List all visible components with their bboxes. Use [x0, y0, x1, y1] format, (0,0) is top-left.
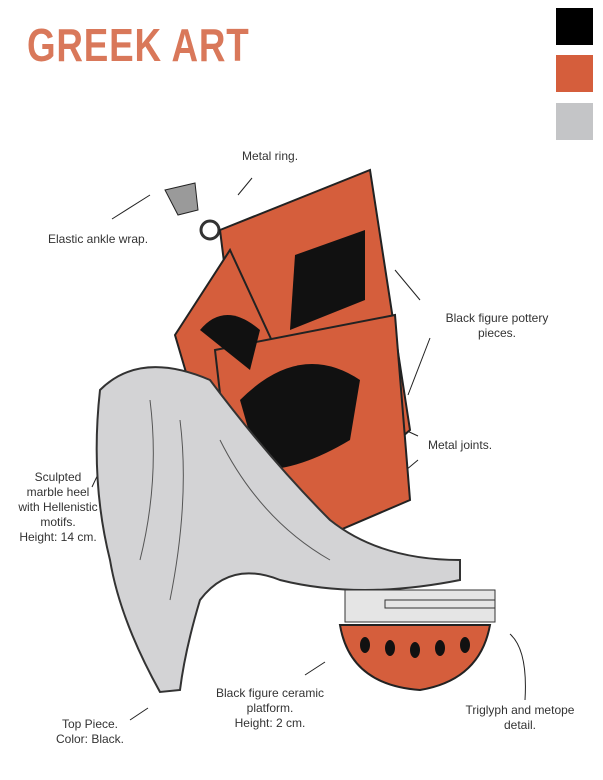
- label-line: Triglyph and metope: [465, 703, 575, 717]
- label-line: detail.: [503, 718, 537, 732]
- label-line: Black figure pottery: [445, 311, 549, 325]
- swatch-black: [556, 8, 593, 45]
- metal-tag: [164, 182, 199, 216]
- page-title: GREEK ART: [27, 19, 250, 71]
- label-line: with Hellenistic: [18, 500, 98, 514]
- swatch-orange: [556, 55, 593, 92]
- label-line: Color: Black.: [55, 732, 125, 746]
- platform-dots: [360, 637, 470, 658]
- label-metal-ring: Metal ring.: [242, 149, 299, 163]
- label-line: Top Piece.: [61, 717, 119, 731]
- label-top-piece: Top Piece.Color: Black.: [40, 717, 140, 747]
- label-line: pieces.: [477, 326, 517, 340]
- label-line: Sculpted: [34, 470, 82, 484]
- black-figure-front: [240, 364, 360, 470]
- label-line: Black figure ceramic: [215, 686, 325, 700]
- marble-heel: [95, 366, 461, 694]
- label-line: platform.: [246, 701, 294, 715]
- label-line: motifs.: [40, 515, 76, 529]
- metal-ring: [199, 219, 221, 241]
- leader-lines: [91, 177, 526, 721]
- swatch-gray: [556, 103, 593, 140]
- black-figure-left: [200, 315, 260, 370]
- label-metal-joints: Metal joints.: [428, 438, 493, 452]
- label-line: Height: 14 cm.: [19, 530, 97, 544]
- label-line: Height: 2 cm.: [234, 716, 306, 730]
- triglyph-ledge: [384, 599, 496, 609]
- black-figure-upper: [290, 230, 365, 330]
- label-elastic-ankle-wrap: Elastic ankle wrap.: [48, 232, 149, 246]
- label-line: marble heel: [26, 485, 90, 499]
- marble-folds: [139, 399, 331, 601]
